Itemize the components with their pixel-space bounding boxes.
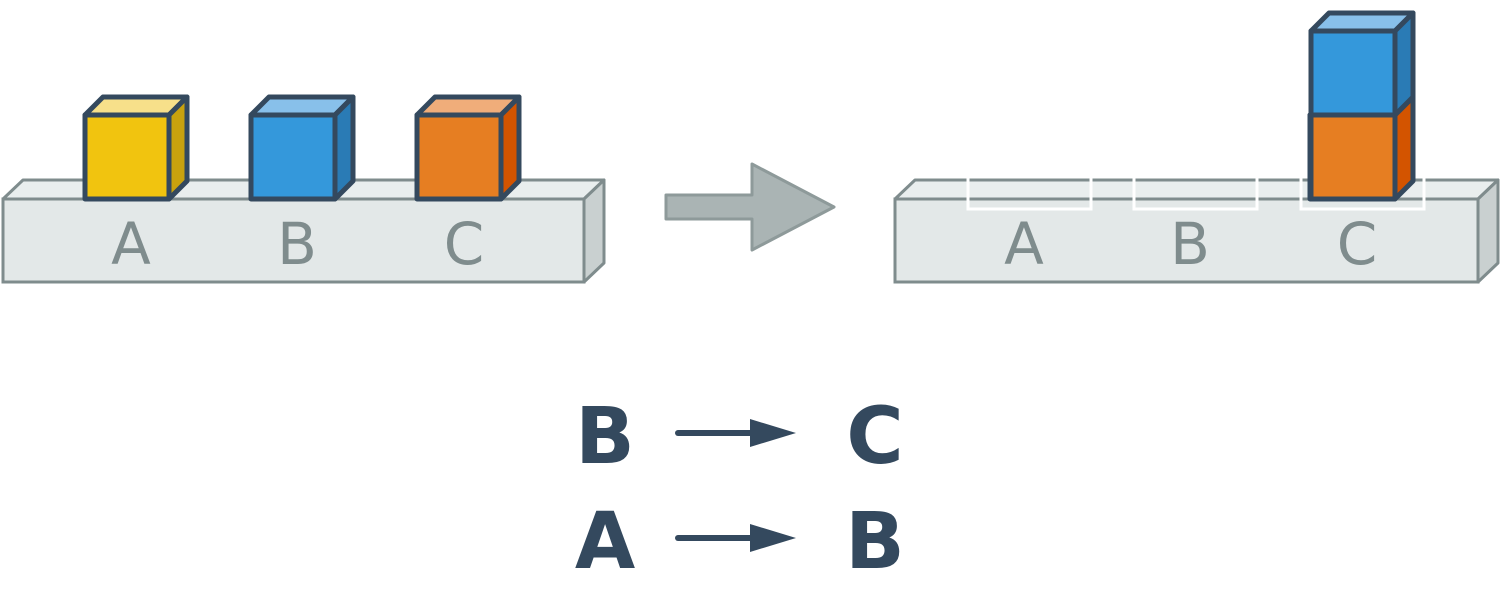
move-to-label: C (846, 392, 903, 482)
slot-outline-a (966, 174, 1093, 211)
orange-block (414, 94, 522, 202)
shelf-front (1, 197, 586, 284)
move-list: B C A B (575, 392, 905, 587)
before-slot-label-c: C (444, 210, 485, 278)
before-slot-label-b: B (277, 210, 317, 278)
after-blocks (1307, 10, 1416, 202)
shelf-side (1476, 178, 1500, 284)
blue-block (248, 94, 356, 202)
move-from-label: B (575, 392, 634, 482)
after-shelf: A B C (893, 10, 1500, 284)
right-arrow-icon (664, 162, 836, 252)
shelf-front (893, 197, 1480, 284)
long-arrow-icon (675, 419, 796, 447)
move-row: A B (575, 497, 905, 587)
yellow-block (82, 94, 190, 202)
before-shelf: A B C (1, 94, 606, 284)
slot-outline-b (1132, 174, 1259, 211)
move-row: B C (575, 392, 903, 482)
shelf-side (582, 178, 606, 284)
after-slot-label-a: A (1004, 210, 1044, 278)
after-slot-label-c: C (1337, 210, 1378, 278)
move-to-label: B (845, 497, 904, 587)
long-arrow-icon (675, 524, 796, 552)
move-from-label: A (575, 497, 635, 587)
before-slot-label-a: A (111, 210, 151, 278)
after-slot-label-b: B (1170, 210, 1210, 278)
before-blocks (82, 94, 522, 202)
blue-block (1308, 10, 1416, 118)
